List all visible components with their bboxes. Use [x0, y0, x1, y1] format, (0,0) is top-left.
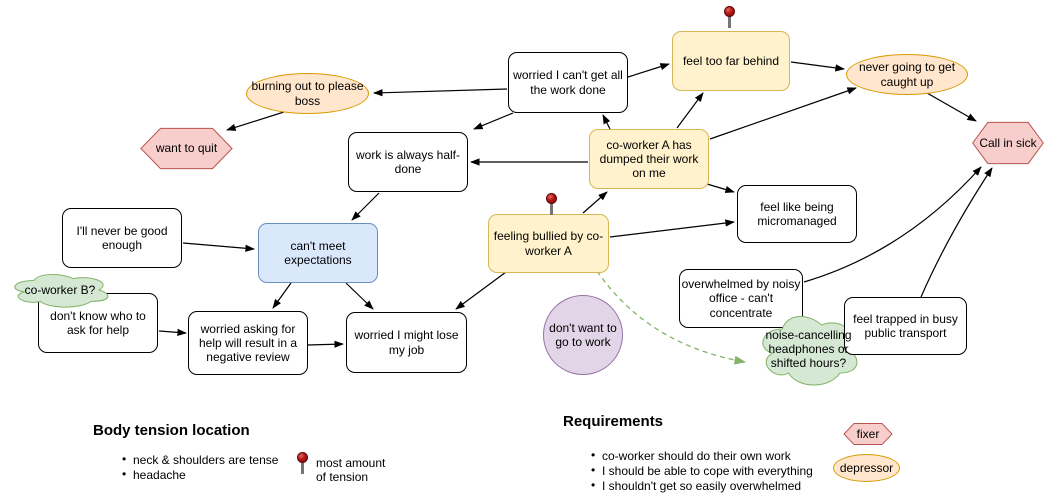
key-depressor-shape[interactable]: depressor: [833, 454, 900, 482]
edge-worried-to-burning-out: [373, 88, 508, 97]
list-item: headache: [120, 467, 278, 482]
node-feel-like-being-micromanaged[interactable]: feel like being micromanaged: [737, 185, 857, 243]
edge-bullied-to-micromanaged: [609, 219, 735, 238]
node-dont-want-to-go-to-work[interactable]: don't want to go to work: [543, 295, 623, 375]
cloud-shape: [756, 309, 861, 389]
body-tension-title: Body tension location: [93, 422, 250, 439]
edge-coworker-a-to-worried: [602, 114, 611, 130]
hexagon-shape: [972, 122, 1044, 164]
node-overwhelmed-noisy-office[interactable]: overwhelmed by noisy office - can't conc…: [679, 269, 803, 328]
list-item: co-worker should do their own work: [589, 448, 813, 463]
node-label: never going to get caught up: [858, 60, 956, 89]
edge-bullied-to-lose-job: [455, 271, 507, 310]
node-never-be-good-enough[interactable]: I'll never be good enough: [62, 208, 182, 268]
edge-worried-to-work-half-done: [473, 112, 514, 130]
pin-stem: [550, 203, 553, 215]
node-label: Call in sick: [979, 135, 1037, 150]
list-item: neck & shoulders are tense: [120, 452, 278, 467]
edge-cant-meet-to-worried-asking: [272, 282, 292, 309]
node-label: worried I might lose my job: [354, 328, 459, 357]
node-want-to-quit[interactable]: want to quit: [140, 128, 233, 169]
edge-feel-behind-to-never-caught-up: [790, 61, 845, 72]
hexagon-shape: [140, 128, 233, 169]
node-worried-cant-get-work-done[interactable]: worried I can't get all the work done: [508, 52, 628, 113]
node-label: feel trapped in busy public transport: [853, 311, 958, 340]
node-burning-out-to-please-boss[interactable]: burning out to please boss: [246, 73, 369, 114]
pin-icon: [296, 452, 309, 474]
pin-ball-icon: [297, 452, 308, 463]
node-label: worried asking for help will result in a…: [198, 321, 298, 365]
node-label: I'll never be good enough: [76, 223, 168, 252]
edge-overwhelmed-to-call-in-sick: [803, 166, 982, 283]
node-call-in-sick[interactable]: Call in sick: [972, 122, 1044, 164]
cloud-shape: [8, 271, 112, 309]
node-feel-trapped-public-transport[interactable]: feel trapped in busy public transport: [844, 297, 967, 355]
edge-trapped-to-call-in-sick: [920, 167, 993, 298]
node-coworker-b[interactable]: co-worker B?: [8, 271, 112, 309]
node-label: feel too far behind: [682, 53, 780, 68]
pin-legend-label: most amount of tension: [316, 456, 386, 485]
edge-dont-know-to-worried-asking: [158, 328, 187, 336]
edge-worried-to-feel-behind: [627, 63, 670, 78]
requirements-list: co-worker should do their own work I sho…: [589, 448, 813, 494]
edge-bullied-to-noise-cancelling-dashed: [596, 270, 747, 365]
node-work-is-always-half-done[interactable]: work is always half-done: [348, 132, 468, 192]
node-label: burning out to please boss: [251, 79, 364, 108]
node-coworker-a-dumped-work[interactable]: co-worker A has dumped their work on me: [589, 129, 709, 189]
key-fixer-shape[interactable]: fixer: [843, 423, 893, 445]
key-fixer-label: fixer: [856, 426, 880, 441]
node-cant-meet-expectations[interactable]: can't meet expectations: [258, 223, 378, 283]
body-tension-list: neck & shoulders are tense headache: [120, 452, 278, 483]
pin-ball-icon: [546, 193, 557, 204]
node-worried-lose-job[interactable]: worried I might lose my job: [346, 312, 467, 373]
edge-worried-asking-to-lose-job: [307, 340, 344, 348]
key-depressor-label: depressor: [839, 460, 894, 475]
node-label: feeling bullied by co-worker A: [493, 229, 604, 258]
node-feeling-bullied-by-coworker-a[interactable]: feeling bullied by co-worker A: [488, 214, 609, 273]
edge-burning-out-to-want-quit: [226, 110, 288, 131]
node-label: want to quit: [155, 141, 218, 156]
node-label: co-worker A has dumped their work on me: [599, 137, 699, 181]
node-label: co-worker B?: [24, 282, 96, 297]
node-label: feel like being micromanaged: [757, 199, 837, 228]
edge-never-good-to-cant-meet: [182, 242, 255, 252]
hexagon-shape: [843, 423, 893, 445]
edge-coworker-a-to-micromanaged: [706, 183, 735, 194]
requirements-title: Requirements: [563, 413, 664, 430]
pin-icon: [723, 6, 736, 28]
node-label: noise-cancelling headphones or shifted h…: [765, 327, 852, 371]
list-item: I should be able to cope with everything: [589, 463, 813, 478]
list-item: I shouldn't get so easily overwhelmed: [589, 478, 813, 493]
node-label: work is always half-done: [355, 147, 461, 176]
edge-work-half-done-to-cant-meet: [351, 192, 380, 221]
edge-cant-meet-to-lose-job: [345, 282, 374, 310]
edge-never-caught-up-to-call-in-sick: [926, 92, 977, 122]
node-noise-cancelling-headphones[interactable]: noise-cancelling headphones or shifted h…: [756, 309, 861, 389]
node-never-going-to-get-caught-up[interactable]: never going to get caught up: [846, 54, 968, 95]
edge-coworker-a-to-feel-behind: [676, 92, 704, 129]
node-feel-too-far-behind[interactable]: feel too far behind: [672, 31, 790, 91]
pin-stem: [728, 16, 731, 28]
node-label: overwhelmed by noisy office - can't conc…: [681, 277, 801, 320]
node-label: don't know who to ask for help: [50, 308, 146, 337]
edge-coworker-a-to-never-caught-up: [709, 87, 857, 140]
pin-ball-icon: [724, 6, 735, 17]
node-label: can't meet expectations: [284, 238, 352, 267]
edge-bullied-to-coworker-a: [582, 191, 608, 214]
node-label: don't want to go to work: [549, 320, 617, 349]
pin-icon: [545, 193, 558, 215]
pin-stem: [301, 462, 304, 474]
node-worried-asking-negative-review[interactable]: worried asking for help will result in a…: [188, 311, 308, 375]
node-label: worried I can't get all the work done: [513, 68, 623, 97]
